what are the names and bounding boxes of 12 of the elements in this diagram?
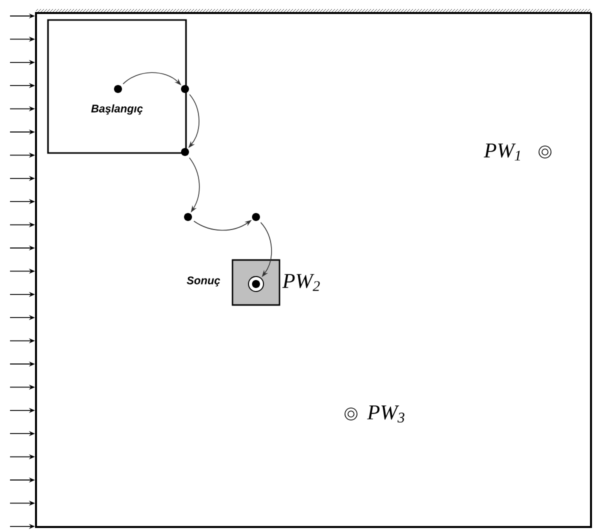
well-icon [248, 276, 264, 292]
position-dot [114, 85, 122, 93]
position-dot [184, 213, 192, 221]
position-dot [181, 85, 189, 93]
position-dot [181, 148, 189, 156]
node-label: Sonuç [186, 276, 220, 286]
well-label: PW$_{1}$ [484, 144, 520, 160]
position-dot [252, 213, 260, 221]
target-box: Sonuç PW$_{2}$ [186, 259, 320, 306]
node-label: PW$_{2}$ [282, 274, 320, 291]
region-box: Başlangıç [47, 19, 187, 154]
well-label: PW$_{3}$ [367, 406, 404, 422]
